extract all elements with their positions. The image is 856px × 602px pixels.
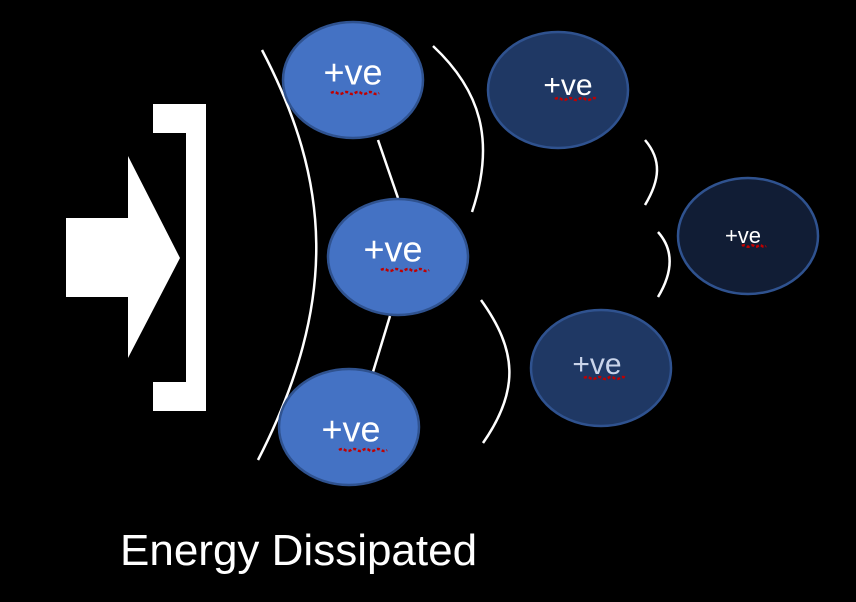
- ion-label: +ve: [543, 69, 592, 102]
- wave-front-3: [479, 299, 511, 444]
- ion-label: +ve: [572, 348, 621, 381]
- wave-connector-1: [376, 139, 400, 199]
- caption: Energy Dissipated: [120, 526, 478, 575]
- ion-1: +ve: [281, 20, 425, 140]
- ion-label: +ve: [321, 409, 380, 450]
- ion-6: +ve: [676, 176, 820, 296]
- wave-connector-2: [371, 315, 392, 373]
- ion-label: +ve: [323, 52, 382, 93]
- ion-5: +ve: [529, 308, 673, 428]
- wave-front-2: [432, 45, 485, 213]
- right-arrow-icon: [66, 156, 180, 358]
- wave-lines: [256, 45, 671, 461]
- ion-label: +ve: [363, 229, 422, 270]
- wave-front-1: [256, 49, 318, 461]
- wave-front-4b: [656, 231, 671, 298]
- ion-4: +ve: [486, 30, 630, 150]
- bracket-shape: [153, 104, 206, 411]
- ion-3: +ve: [277, 367, 421, 487]
- ion-label: +ve: [725, 223, 761, 248]
- ion-2: +ve: [326, 197, 470, 317]
- wave-front-4a: [643, 139, 659, 206]
